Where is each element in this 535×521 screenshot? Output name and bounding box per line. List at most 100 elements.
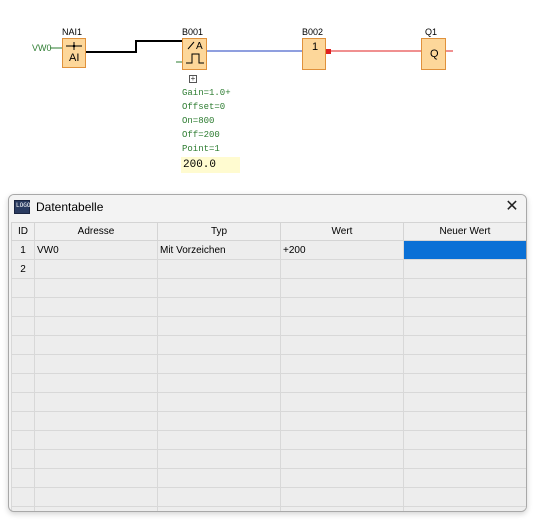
cell-neuer-wert[interactable] <box>403 297 526 317</box>
cell-adresse[interactable] <box>34 373 158 393</box>
cell-adresse[interactable] <box>34 335 158 355</box>
cell-typ[interactable] <box>157 278 281 298</box>
cell-adresse[interactable] <box>34 449 158 469</box>
cell-wert[interactable] <box>280 487 404 507</box>
close-icon[interactable]: ✕ <box>505 198 519 215</box>
cell-id[interactable] <box>11 506 35 511</box>
cell-id[interactable] <box>11 297 35 317</box>
cell-typ[interactable] <box>157 316 281 336</box>
cell-neuer-wert[interactable] <box>403 335 526 355</box>
cell-wert[interactable] <box>280 354 404 374</box>
cell-id[interactable] <box>11 468 35 488</box>
cell-neuer-wert[interactable] <box>403 411 526 431</box>
column-header-adresse[interactable]: Adresse <box>34 222 158 241</box>
cell-adresse[interactable] <box>34 354 158 374</box>
cell-wert[interactable] <box>280 468 404 488</box>
cell-wert[interactable] <box>280 373 404 393</box>
table-row[interactable] <box>11 487 526 507</box>
cell-id[interactable] <box>11 392 35 412</box>
cell-id[interactable] <box>11 278 35 298</box>
cell-adresse[interactable] <box>34 316 158 336</box>
cell-typ[interactable] <box>157 354 281 374</box>
cell-wert[interactable] <box>280 259 404 279</box>
cell-neuer-wert[interactable] <box>403 373 526 393</box>
cell-typ[interactable] <box>157 449 281 469</box>
table-row[interactable] <box>11 335 526 355</box>
cell-id[interactable] <box>11 373 35 393</box>
cell-id[interactable] <box>11 316 35 336</box>
cell-typ[interactable] <box>157 297 281 317</box>
table-row[interactable] <box>11 316 526 336</box>
table-row[interactable] <box>11 278 526 298</box>
cell-typ[interactable] <box>157 468 281 488</box>
title-bar[interactable]: LOGO Datentabelle ✕ <box>9 195 526 219</box>
column-header-id[interactable]: ID <box>11 222 35 241</box>
cell-typ[interactable] <box>157 506 281 511</box>
cell-id[interactable]: 2 <box>11 259 35 279</box>
cell-neuer-wert[interactable] <box>403 506 526 511</box>
table-row[interactable] <box>11 297 526 317</box>
cell-typ[interactable] <box>157 411 281 431</box>
cell-neuer-wert[interactable] <box>403 259 526 279</box>
table-row[interactable] <box>11 430 526 450</box>
cell-neuer-wert[interactable] <box>403 278 526 298</box>
cell-neuer-wert[interactable] <box>403 392 526 412</box>
cell-adresse[interactable] <box>34 506 158 511</box>
table-row[interactable] <box>11 411 526 431</box>
cell-id[interactable] <box>11 354 35 374</box>
cell-adresse[interactable] <box>34 430 158 450</box>
table-row[interactable] <box>11 392 526 412</box>
cell-adresse[interactable] <box>34 259 158 279</box>
cell-neuer-wert[interactable] <box>403 316 526 336</box>
cell-wert[interactable]: +200 <box>280 240 404 260</box>
nai1-block[interactable]: AI <box>62 38 86 68</box>
cell-neuer-wert[interactable] <box>403 240 526 260</box>
cell-neuer-wert[interactable] <box>403 430 526 450</box>
cell-wert[interactable] <box>280 316 404 336</box>
cell-typ[interactable] <box>157 430 281 450</box>
table-row[interactable]: 2 <box>11 259 526 279</box>
cell-id[interactable] <box>11 487 35 507</box>
cell-id[interactable] <box>11 430 35 450</box>
cell-wert[interactable] <box>280 297 404 317</box>
q1-block[interactable]: Q <box>421 38 446 70</box>
cell-typ[interactable] <box>157 335 281 355</box>
cell-id[interactable] <box>11 335 35 355</box>
cell-wert[interactable] <box>280 411 404 431</box>
cell-typ[interactable] <box>157 392 281 412</box>
cell-typ[interactable] <box>157 487 281 507</box>
cell-wert[interactable] <box>280 278 404 298</box>
table-row[interactable] <box>11 373 526 393</box>
cell-wert[interactable] <box>280 506 404 511</box>
cell-wert[interactable] <box>280 430 404 450</box>
cell-adresse[interactable]: VW0 <box>34 240 158 260</box>
column-header-typ[interactable]: Typ <box>157 222 281 241</box>
cell-neuer-wert[interactable] <box>403 449 526 469</box>
b001-block[interactable]: A <box>182 38 207 70</box>
cell-wert[interactable] <box>280 449 404 469</box>
table-row[interactable] <box>11 354 526 374</box>
cell-adresse[interactable] <box>34 278 158 298</box>
cell-id[interactable] <box>11 411 35 431</box>
expand-icon[interactable]: + <box>189 74 197 83</box>
column-header-wert[interactable]: Wert <box>280 222 404 241</box>
table-row[interactable] <box>11 506 526 511</box>
cell-adresse[interactable] <box>34 468 158 488</box>
table-row[interactable] <box>11 449 526 469</box>
cell-id[interactable] <box>11 449 35 469</box>
table-row[interactable] <box>11 468 526 488</box>
cell-adresse[interactable] <box>34 392 158 412</box>
cell-typ[interactable]: Mit Vorzeichen <box>157 240 281 260</box>
cell-typ[interactable] <box>157 259 281 279</box>
cell-adresse[interactable] <box>34 487 158 507</box>
cell-adresse[interactable] <box>34 411 158 431</box>
cell-adresse[interactable] <box>34 297 158 317</box>
cell-wert[interactable] <box>280 392 404 412</box>
b002-block[interactable]: 1 <box>302 38 326 70</box>
cell-typ[interactable] <box>157 373 281 393</box>
cell-wert[interactable] <box>280 335 404 355</box>
cell-id[interactable]: 1 <box>11 240 35 260</box>
cell-neuer-wert[interactable] <box>403 487 526 507</box>
column-header-neuer-wert[interactable]: Neuer Wert <box>403 222 526 241</box>
